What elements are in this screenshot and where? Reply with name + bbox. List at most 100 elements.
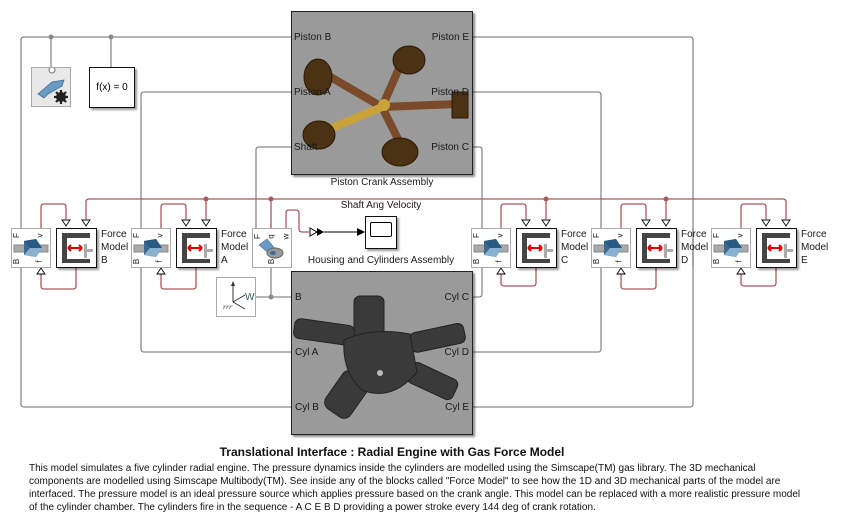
wire-piston-c[interactable] bbox=[472, 146, 483, 228]
port-f-out: f bbox=[154, 260, 164, 263]
force-model-icon bbox=[642, 233, 673, 263]
force-model-label-line: Model bbox=[221, 242, 249, 253]
wire-piston-a[interactable] bbox=[140, 91, 291, 353]
port-f-out: f bbox=[34, 260, 44, 263]
wire-piston-d[interactable] bbox=[472, 91, 602, 353]
scope-label: Shaft Ang Velocity bbox=[340, 200, 422, 211]
port-piston-a: Piston A bbox=[294, 87, 331, 98]
force-model-label-line: Force bbox=[681, 229, 707, 240]
port-cyl-a: Cyl A bbox=[295, 347, 319, 358]
wire-base[interactable] bbox=[256, 266, 291, 298]
force-model-block[interactable] bbox=[756, 228, 797, 268]
rotational-interface-icon bbox=[258, 238, 284, 259]
force-model-block[interactable] bbox=[56, 228, 97, 268]
junction-dots bbox=[48, 34, 274, 300]
force-model-label-line: Model bbox=[681, 242, 709, 253]
port-v: v bbox=[615, 233, 625, 238]
rotational-interface-block[interactable]: F q w B bbox=[252, 228, 292, 268]
translational-interface-icon bbox=[593, 239, 629, 257]
piston-crank-image bbox=[302, 45, 469, 167]
port-f: F bbox=[711, 233, 721, 238]
port-cyl-d: Cyl D bbox=[444, 347, 469, 358]
scope-icon bbox=[370, 222, 392, 237]
force-model-label-line: Model bbox=[561, 242, 589, 253]
translational-interface-icon bbox=[473, 239, 509, 257]
diagram-title: Translational Interface : Radial Engine … bbox=[219, 445, 565, 459]
translational-interface-icon bbox=[13, 239, 49, 257]
housing-cylinders-assembly-block[interactable]: B Cyl A Cyl B Cyl C Cyl D Cyl E bbox=[291, 271, 473, 435]
piston-crank-assembly-block[interactable]: Piston B Piston A Shaft Piston E Piston … bbox=[291, 11, 473, 175]
port-piston-c: Piston C bbox=[431, 142, 469, 153]
port-b: B bbox=[295, 292, 302, 303]
ps-simulink-converter[interactable] bbox=[309, 227, 324, 237]
wire-piston-e[interactable] bbox=[472, 36, 694, 408]
description-line: of the cylinder chamber. The cylinders f… bbox=[29, 502, 596, 513]
signal-bus[interactable] bbox=[85, 198, 787, 219]
wire-shaft[interactable] bbox=[255, 146, 291, 228]
port-piston-e: Piston E bbox=[431, 32, 469, 43]
signal-connections bbox=[40, 198, 787, 290]
port-q: q bbox=[266, 234, 276, 239]
housing-image bbox=[293, 295, 466, 419]
force-model-label-line: Model bbox=[101, 242, 129, 253]
port-v: v bbox=[155, 233, 165, 238]
force-model-icon bbox=[182, 233, 213, 263]
port-f-out: f bbox=[494, 260, 504, 263]
description-line: components are modelled using Simscape M… bbox=[29, 476, 781, 487]
diagram-description: This model simulates a five cylinder rad… bbox=[29, 462, 819, 514]
port-v: v bbox=[35, 233, 45, 238]
port-f: F bbox=[591, 233, 601, 238]
force-model-label-line: Force bbox=[801, 229, 827, 240]
description-line: interfaced. The pressure model is an ide… bbox=[29, 489, 801, 500]
description-line: This model simulates a five cylinder rad… bbox=[29, 463, 756, 474]
port-f: F bbox=[131, 233, 141, 238]
simulink-ps-block[interactable]: f(x) = 0 bbox=[89, 67, 135, 108]
port-b: B bbox=[592, 258, 602, 265]
port-f-out: f bbox=[614, 260, 624, 263]
port-b: B bbox=[132, 258, 142, 265]
port-f: F bbox=[11, 233, 21, 238]
force-model-label-line: Force bbox=[221, 229, 247, 240]
port-shaft: Shaft bbox=[294, 142, 318, 153]
port-v: v bbox=[495, 233, 505, 238]
world-frame-port-w: W bbox=[245, 292, 255, 303]
translational-interface-icon bbox=[133, 239, 169, 257]
force-model-label-line: C bbox=[561, 255, 569, 266]
housing-assembly-label: Housing and Cylinders Assembly bbox=[307, 255, 455, 266]
port-cyl-b: Cyl B bbox=[295, 402, 319, 413]
force-model-label-line: A bbox=[221, 255, 228, 266]
simulink-ps-label: f(x) = 0 bbox=[96, 82, 128, 93]
translational-interface-icon bbox=[713, 239, 749, 257]
port-triangles bbox=[36, 219, 791, 275]
force-model-label-line: E bbox=[801, 255, 808, 266]
signal-junction-dots bbox=[203, 196, 669, 202]
port-f: F bbox=[252, 234, 262, 239]
piston-crank-assembly-label: Piston Crank Assembly bbox=[330, 177, 434, 188]
wire-piston-b[interactable] bbox=[20, 36, 291, 408]
force-model-icon bbox=[62, 233, 93, 263]
force-model-label-line: D bbox=[681, 255, 689, 266]
port-piston-d: Piston D bbox=[431, 87, 469, 98]
world-frame-block[interactable]: W bbox=[216, 277, 256, 317]
port-f: F bbox=[471, 233, 481, 238]
scope-block[interactable] bbox=[365, 216, 397, 249]
force-model-block[interactable] bbox=[516, 228, 557, 268]
port-b: B bbox=[712, 258, 722, 265]
solver-configuration-block[interactable] bbox=[31, 66, 71, 107]
port-w: w bbox=[281, 233, 291, 240]
force-model-block[interactable] bbox=[176, 228, 217, 268]
port-piston-b: Piston B bbox=[294, 32, 332, 43]
force-model-block[interactable] bbox=[636, 228, 677, 268]
port-b: B bbox=[12, 258, 22, 265]
wire-cyl-c[interactable] bbox=[472, 266, 483, 298]
force-model-label-line: Force bbox=[101, 229, 127, 240]
